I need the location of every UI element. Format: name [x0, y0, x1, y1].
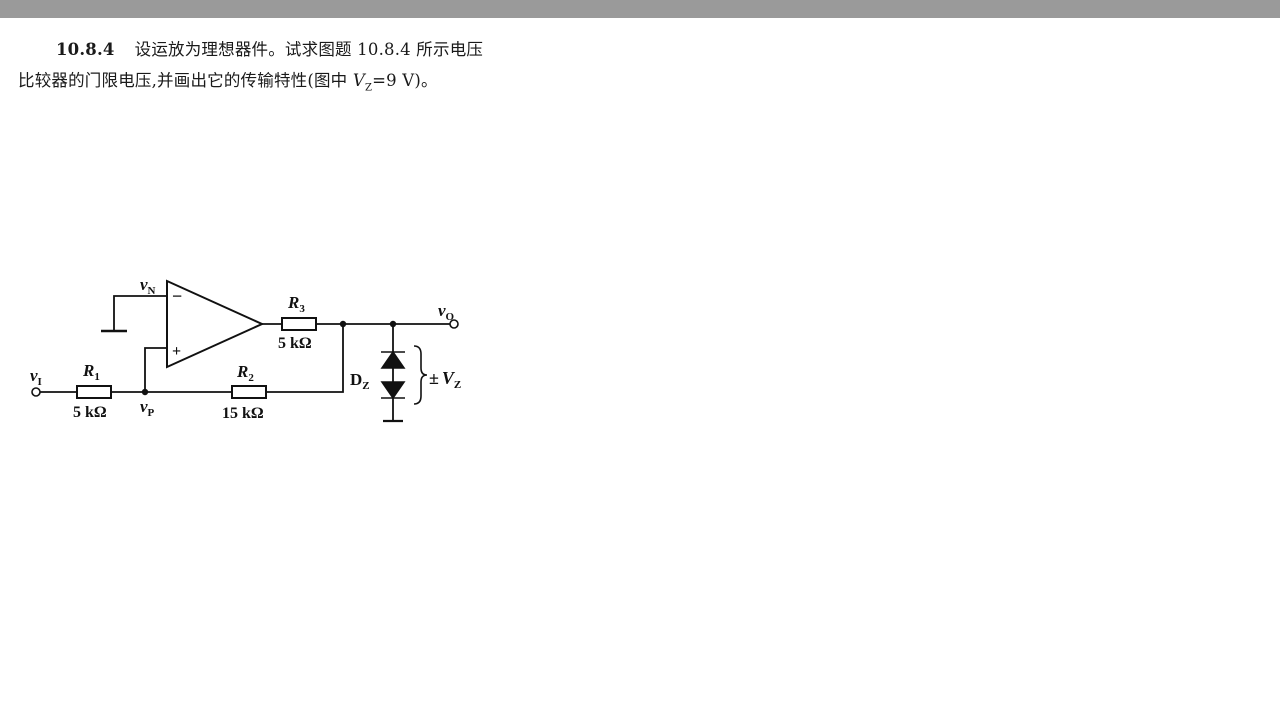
vn-label: vN — [140, 275, 156, 297]
vn-ground-wire — [113, 295, 167, 330]
vz-inline-symbol: VZ — [352, 71, 373, 94]
r1-name-label: R1 — [82, 361, 100, 383]
problem-statement: 10.8.4 设运放为理想器件。试求图题 10.8.4 所示电压 比较器的门限电压… — [18, 34, 558, 103]
vz-label: ±VZ — [429, 368, 461, 391]
vo-label: vO — [438, 301, 455, 323]
problem-line-1: 10.8.4 设运放为理想器件。试求图题 10.8.4 所示电压 — [18, 34, 558, 65]
zener-diode-symbol — [380, 350, 406, 400]
r3-name-label: R3 — [287, 293, 305, 315]
vo-terminal — [449, 319, 459, 329]
problem-text-2: 比较器的门限电压,并画出它的传输特性(图中 — [18, 71, 353, 90]
r2-value-label: 15 kΩ — [222, 405, 264, 422]
vz-brace — [413, 345, 428, 405]
vi-terminal — [31, 387, 41, 397]
vi-label: vI — [30, 366, 42, 388]
problem-line-2: 比较器的门限电压,并画出它的传输特性(图中 VZ=9 V)。 — [18, 65, 558, 103]
vp-input-wire — [144, 347, 167, 392]
r2-resistor — [231, 385, 267, 399]
r3-resistor — [281, 317, 317, 331]
r3-value-label: 5 kΩ — [278, 335, 312, 352]
junction-dot-zener — [389, 320, 397, 328]
op-amp-triangle — [166, 279, 265, 369]
dz-label: DZ — [350, 370, 370, 392]
plus-sign: + — [172, 343, 181, 360]
vp-label: vP — [140, 397, 155, 419]
r1-resistor — [76, 385, 112, 399]
minus-sign: − — [172, 286, 182, 306]
junction-dot-vp — [141, 388, 149, 396]
feedback-wire — [266, 324, 344, 393]
r2-name-label: R2 — [236, 362, 254, 384]
junction-dot-feedback — [339, 320, 347, 328]
problem-text-1: 设运放为理想器件。试求图题 10.8.4 所示电压 — [134, 40, 484, 59]
problem-text-3: =9 V)。 — [372, 71, 438, 90]
problem-number: 10.8.4 — [56, 40, 115, 59]
top-bar — [0, 0, 1280, 18]
r1-value-label: 5 kΩ — [73, 404, 107, 421]
